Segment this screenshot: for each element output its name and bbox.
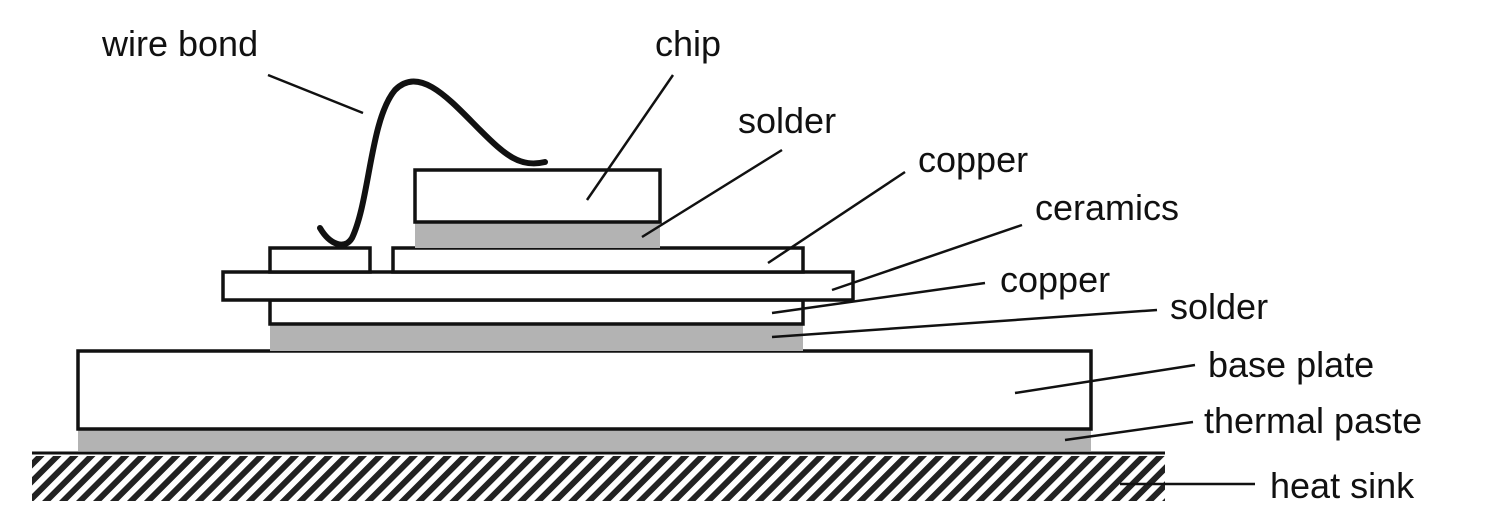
top-copper-small-pad xyxy=(268,246,372,274)
copper-bottom-label: copper xyxy=(1000,259,1110,300)
thermal-paste-label: thermal paste xyxy=(1204,400,1422,441)
copper-top-label: copper xyxy=(918,139,1028,180)
thermal-paste-layer xyxy=(78,429,1091,451)
solder-bottom-label: solder xyxy=(1170,286,1268,327)
thermal-paste-leader xyxy=(1064,420,1194,442)
solder-bottom-leader xyxy=(771,308,1158,339)
bottom-solder-layer xyxy=(270,324,803,351)
ceramics-leader xyxy=(831,223,1023,292)
wire-bond xyxy=(317,78,548,248)
ceramics-substrate xyxy=(221,270,855,302)
base-plate-label: base plate xyxy=(1208,344,1374,385)
chip xyxy=(413,168,662,224)
solder-top-label: solder xyxy=(738,100,836,141)
copper-top-leader xyxy=(767,170,906,265)
solder-top-leader xyxy=(641,148,783,239)
chip-label: chip xyxy=(655,23,721,64)
top-copper-large-pad xyxy=(391,246,805,274)
bottom-copper-layer xyxy=(268,298,805,326)
base-plate-leader xyxy=(1014,363,1196,395)
heat-sink xyxy=(32,456,1165,501)
top-solder-layer xyxy=(415,222,660,248)
heat-sink-label: heat sink xyxy=(1270,465,1415,506)
wire-bond-label: wire bond xyxy=(101,23,258,64)
copper-bottom-leader xyxy=(771,281,986,315)
chip-leader xyxy=(585,74,675,201)
base-plate xyxy=(76,349,1093,431)
ceramics-label: ceramics xyxy=(1035,187,1179,228)
wire-bond-leader xyxy=(267,73,364,115)
